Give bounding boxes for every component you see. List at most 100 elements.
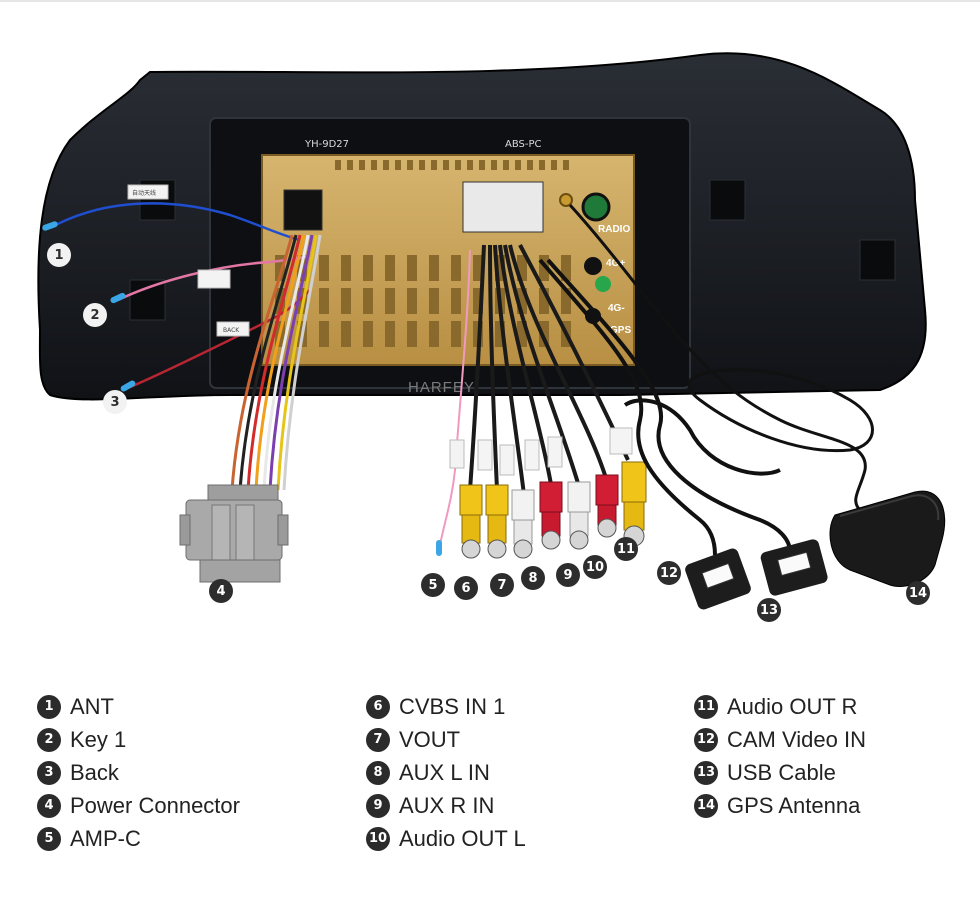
vent-slot <box>563 160 569 170</box>
callout-marker-8: 8 <box>521 566 545 590</box>
vent-slot <box>319 288 329 314</box>
legend-label: AMP-C <box>70 825 141 851</box>
rca-plug-audio-out-r <box>595 474 619 538</box>
power-connector <box>179 484 289 583</box>
legend-number: 1 <box>37 694 61 719</box>
callout-marker-10: 10 <box>583 555 607 579</box>
legend-label: Back <box>70 759 119 785</box>
vent-slot <box>561 288 571 314</box>
amp-c-tag <box>449 439 465 469</box>
callout-marker-2: 2 <box>83 303 107 327</box>
key1-wire-tip <box>110 292 126 304</box>
back-wire-tip <box>120 380 136 392</box>
panel-model-label: YH-9D27 <box>304 139 349 150</box>
legend-item: 3 Back <box>37 756 240 789</box>
callout-marker-4: 4 <box>209 579 233 603</box>
legend-number: 13 <box>694 760 718 785</box>
legend-number: 4 <box>37 793 61 818</box>
callout-marker-1: 1 <box>47 243 71 267</box>
vent-slot <box>539 288 549 314</box>
legend-label: CAM Video IN <box>727 726 866 752</box>
legend-number: 2 <box>37 727 61 752</box>
legend-item: 5 AMP-C <box>37 822 240 855</box>
vent-slot <box>371 160 377 170</box>
vent-slot <box>341 321 351 347</box>
vent-slot <box>517 288 527 314</box>
back-wire-tag-text: BACK <box>223 327 240 334</box>
vent-slot <box>443 160 449 170</box>
4g-minus-label: 4G- <box>608 303 625 314</box>
legend-label: USB Cable <box>727 759 836 785</box>
top-divider <box>0 0 980 2</box>
vent-slot <box>341 255 351 281</box>
legend-label: ANT <box>70 693 114 719</box>
legend-number: 9 <box>366 793 390 818</box>
vent-slot <box>473 255 483 281</box>
vent-slot <box>451 321 461 347</box>
vent-slot <box>335 160 341 170</box>
head-unit-chassis <box>261 154 635 366</box>
vent-slot <box>407 160 413 170</box>
vent-slot <box>419 160 425 170</box>
rca-plug-audio-out-l <box>567 481 591 550</box>
vent-slot <box>385 288 395 314</box>
gps-port-label: GPS <box>610 325 631 336</box>
legend-number: 3 <box>37 760 61 785</box>
ant-wire-tag-text: 自动天线 <box>132 189 156 197</box>
vent-slot <box>495 255 505 281</box>
frame-clip <box>129 279 166 321</box>
legend-label: AUX L IN <box>399 759 490 785</box>
vent-slot <box>319 321 329 347</box>
callout-marker-11: 11 <box>614 537 638 561</box>
panel-material-label: ABS-PC <box>505 139 542 150</box>
vent-slot <box>491 160 497 170</box>
rca-plug-cam-video-in <box>621 461 647 547</box>
vent-slot <box>503 160 509 170</box>
legend-item: 12 CAM Video IN <box>694 723 866 756</box>
legend-number: 5 <box>37 826 61 851</box>
legend-label: Key 1 <box>70 726 127 752</box>
vent-slot <box>363 321 373 347</box>
vent-slot <box>385 255 395 281</box>
legend-item: 1 ANT <box>37 690 240 723</box>
vent-slot <box>347 160 353 170</box>
vent-slot <box>341 288 351 314</box>
vent-slot <box>551 160 557 170</box>
radio-antenna-port <box>581 192 611 222</box>
vent-slot <box>363 288 373 314</box>
legend-number: 14 <box>694 793 718 818</box>
gps-cable-coil <box>687 368 874 453</box>
rca-plug-aux-r-in <box>539 481 563 550</box>
rca-plug-aux-l-in <box>511 489 535 559</box>
legend-number: 10 <box>366 826 390 851</box>
vent-slot <box>479 160 485 170</box>
legend-number: 12 <box>694 727 718 752</box>
usb-cables <box>538 258 792 556</box>
vent-slot <box>517 255 527 281</box>
callout-marker-12: 12 <box>657 561 681 585</box>
ant-wire-tip <box>42 221 58 231</box>
ant-wire <box>49 202 301 242</box>
legend-number: 11 <box>694 694 718 719</box>
vent-slot <box>275 288 285 314</box>
callout-marker-3: 3 <box>103 390 127 414</box>
ant-wire-tag <box>127 184 169 200</box>
callout-marker-9: 9 <box>556 563 580 587</box>
brand-watermark: HARFEY <box>408 379 475 396</box>
gps-cable <box>568 203 867 512</box>
rca-labels <box>477 427 633 476</box>
4g-minus-port <box>595 276 611 292</box>
vent-slot <box>429 321 439 347</box>
amp-c-tip <box>436 540 442 556</box>
vent-slot <box>467 160 473 170</box>
frame-clip <box>709 179 746 221</box>
key1-wire-tag <box>197 269 231 289</box>
power-harness-wires <box>230 234 322 491</box>
